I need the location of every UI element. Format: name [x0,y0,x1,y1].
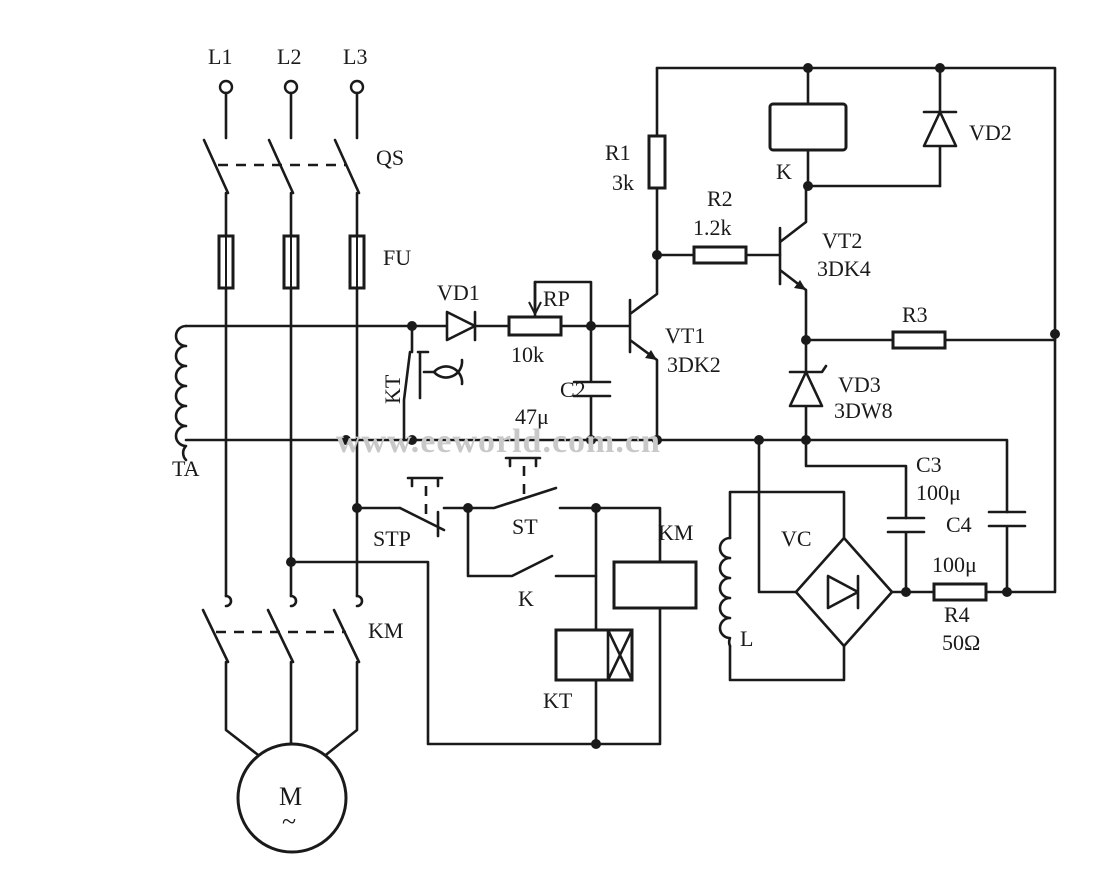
vd1-label: VD1 [437,280,480,305]
watermark: www.eeworld.com.cn [336,423,661,460]
vt1-label: VT1 [665,323,705,348]
r4-label: R4 [944,602,970,627]
st-label: ST [512,514,538,539]
l2-terminal [283,79,299,95]
k-contact-label: K [518,586,534,611]
r4-resistor [932,582,988,602]
qs-label: QS [376,145,404,170]
timing-section: R3 VD3 3DW8 C3 100μ C4 100μ R4 50Ω [341,302,1060,682]
vd2-label: VD2 [969,120,1012,145]
c3-label: C3 [916,452,942,477]
r2-resistor [692,245,748,265]
kt-delay-contact: KT [380,321,464,445]
r1-resistor [647,134,667,190]
kt-contact-label: KT [380,374,405,404]
control-circuit: STP ST K KM KT [286,456,698,749]
c4-label: C4 [946,512,972,537]
relay-k-coil [768,102,848,152]
ta-label: TA [172,456,200,481]
current-transformer-ta: TA [172,324,414,481]
r2-label: R2 [707,186,733,211]
motor [236,742,348,854]
vt2-part: 3DK4 [817,256,871,281]
c3-value: 100μ [916,480,961,505]
motor-type: ~ [282,807,296,836]
km-main-label: KM [368,618,403,643]
stp-label: STP [373,526,411,551]
r3-resistor [891,330,947,350]
l2-label: L2 [277,44,301,69]
l1-terminal [218,79,234,95]
relay-k-label: K [776,159,792,184]
relay-driver-section: R1 3k R2 1.2k VT2 3DK4 K VD2 [605,63,1057,342]
c4-value: 100μ [932,552,977,577]
rp-potentiometer [507,315,563,337]
r1-value: 3k [612,170,634,195]
rp-value: 10k [511,342,544,367]
c2-label: C2 [560,377,586,402]
vc-label: VC [781,526,812,551]
vd3-label: VD3 [838,372,881,397]
r4-value: 50Ω [942,630,980,655]
r2-value: 1.2k [693,215,732,240]
vd3-part: 3DW8 [834,398,893,423]
vt2-label: VT2 [822,228,862,253]
l3-terminal [349,79,365,95]
l1-label: L1 [208,44,232,69]
input-rectifier-section: VD1 RP 10k C2 47μ VT1 3DK2 [410,253,721,445]
fu-label: FU [383,245,411,270]
vt1-part: 3DK2 [667,352,721,377]
r1-label: R1 [605,140,631,165]
inductor-label: L [740,626,753,651]
r3-label: R3 [902,302,928,327]
motor-symbol: M [279,782,302,811]
km-coil [612,560,698,610]
c2-value: 47μ [515,404,549,429]
km-coil-label: KM [658,520,693,545]
three-phase-supply: L1 L2 L3 QS FU KM M ~ [201,44,411,854]
kt-coil-label: KT [543,688,573,713]
l3-label: L3 [343,44,367,69]
rp-label: RP [543,286,570,311]
